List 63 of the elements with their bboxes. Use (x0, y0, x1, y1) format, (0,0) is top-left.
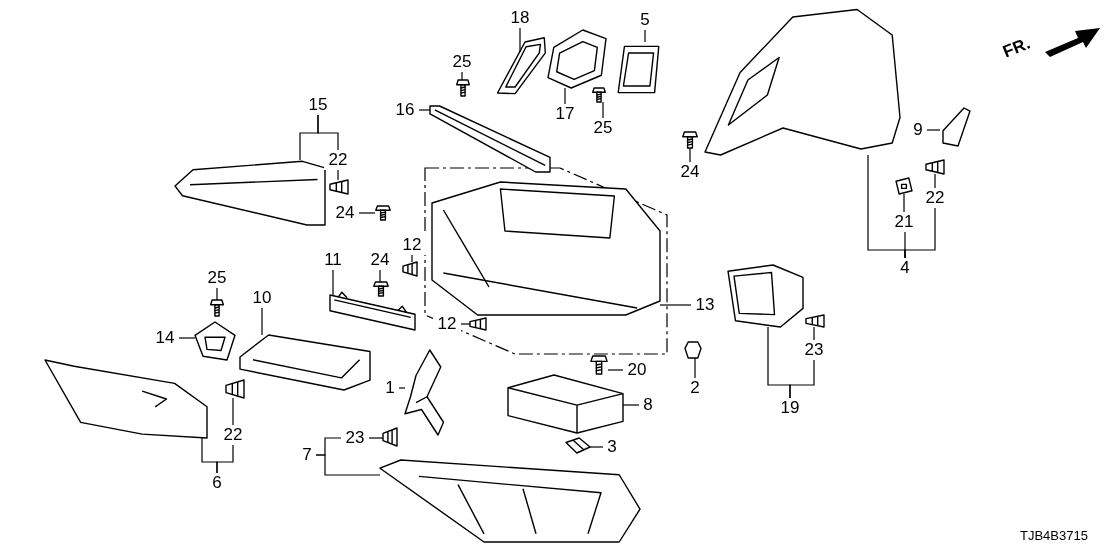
leader-line (178, 337, 196, 339)
leader-line (418, 109, 431, 111)
clip-drawing (470, 318, 486, 330)
leader-line (607, 369, 624, 371)
leader-line (589, 446, 604, 448)
leader-line (689, 147, 691, 163)
leader-line (460, 323, 471, 325)
leader-line (337, 169, 339, 181)
leader-line (232, 397, 234, 426)
screw-drawing (590, 356, 608, 374)
leader-line (622, 404, 640, 406)
leader-line (332, 269, 334, 296)
clip-drawing (330, 180, 348, 194)
drawing-number: TJB4B3715 (1020, 528, 1088, 543)
clip-drawing (806, 315, 824, 327)
leader-line (519, 27, 521, 53)
screw-drawing (375, 206, 391, 220)
callout-number: 12 (433, 314, 461, 334)
trim-strip-drawing (430, 106, 550, 172)
leader-line (368, 437, 384, 439)
screw-drawing (592, 88, 606, 102)
leader-line (789, 359, 815, 399)
bracket-drawing (195, 322, 235, 360)
clip-drawing (383, 428, 397, 446)
leader-line (261, 307, 263, 336)
tray-drawing (240, 335, 370, 390)
leader-line (813, 326, 815, 341)
leader-line (411, 254, 413, 263)
clip-drawing (226, 380, 244, 398)
clip-drawing (566, 438, 590, 453)
air-vent-drawing (548, 30, 606, 88)
module-box-drawing (508, 375, 623, 433)
side-cover-drawing (45, 360, 207, 438)
leader-line (904, 231, 906, 259)
leader-line (315, 437, 342, 456)
leader-line (317, 114, 339, 151)
lower-panel-drawing (380, 460, 640, 542)
leader-line (934, 173, 936, 189)
leader-line (358, 212, 376, 214)
leader-line (216, 287, 218, 301)
clip-drawing (403, 262, 417, 276)
garnish-drawing (175, 160, 325, 225)
leader-line (644, 29, 646, 43)
clip-drawing (926, 160, 944, 174)
leader-line (398, 387, 406, 389)
screw-drawing (210, 300, 224, 316)
leader-line (903, 193, 905, 213)
leader-line (461, 71, 463, 81)
leader-line (926, 129, 941, 131)
grille-drawing (940, 108, 970, 146)
screw-drawing (682, 132, 698, 148)
nut-drawing (896, 178, 912, 194)
direction-label: FR. (1000, 33, 1034, 63)
screw-drawing (373, 282, 389, 296)
leader-line (564, 87, 566, 105)
leader-line (694, 357, 696, 379)
leader-line (659, 304, 692, 306)
leader-line (602, 101, 604, 119)
grommet-drawing (685, 342, 701, 358)
air-vent-drawing (728, 265, 803, 327)
screw-drawing (456, 80, 470, 96)
leader-line (379, 269, 381, 283)
leader-line (216, 444, 234, 474)
